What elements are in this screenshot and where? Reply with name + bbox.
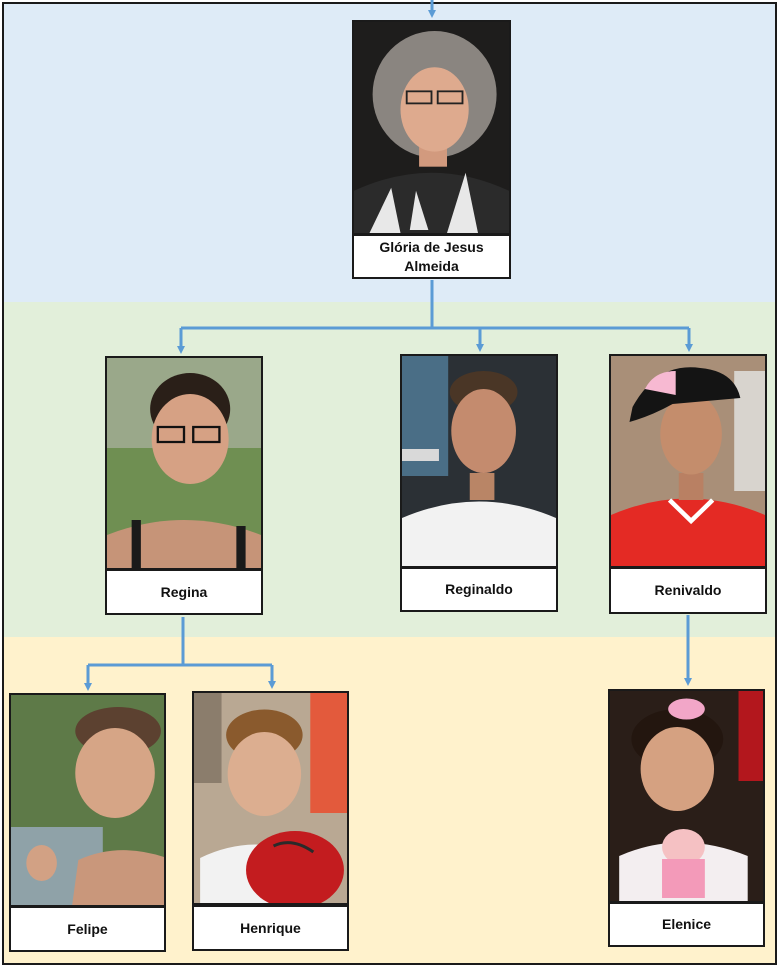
person-card-renivaldo: Renivaldo <box>609 354 767 614</box>
person-card-elenice: Elenice <box>608 689 765 947</box>
person-card-reginaldo: Reginaldo <box>400 354 558 612</box>
photo-regina <box>105 356 263 570</box>
person-card-gloria: Glória de Jesus Almeida <box>352 20 511 279</box>
photo-gloria <box>352 20 511 235</box>
photo-reginaldo <box>400 354 558 568</box>
name-label-felipe: Felipe <box>9 906 166 952</box>
person-card-regina: Regina <box>105 356 263 615</box>
photo-felipe <box>9 693 166 907</box>
name-label-elenice: Elenice <box>608 902 765 947</box>
photo-elenice <box>608 689 765 903</box>
person-card-henrique: Henrique <box>192 691 349 951</box>
person-card-felipe: Felipe <box>9 693 166 952</box>
photo-henrique <box>192 691 349 905</box>
name-label-reginaldo: Reginaldo <box>400 567 558 612</box>
name-label-gloria: Glória de Jesus Almeida <box>352 234 511 279</box>
photo-renivaldo <box>609 354 767 568</box>
name-label-renivaldo: Renivaldo <box>609 567 767 614</box>
name-label-henrique: Henrique <box>192 905 349 951</box>
name-label-regina: Regina <box>105 569 263 615</box>
